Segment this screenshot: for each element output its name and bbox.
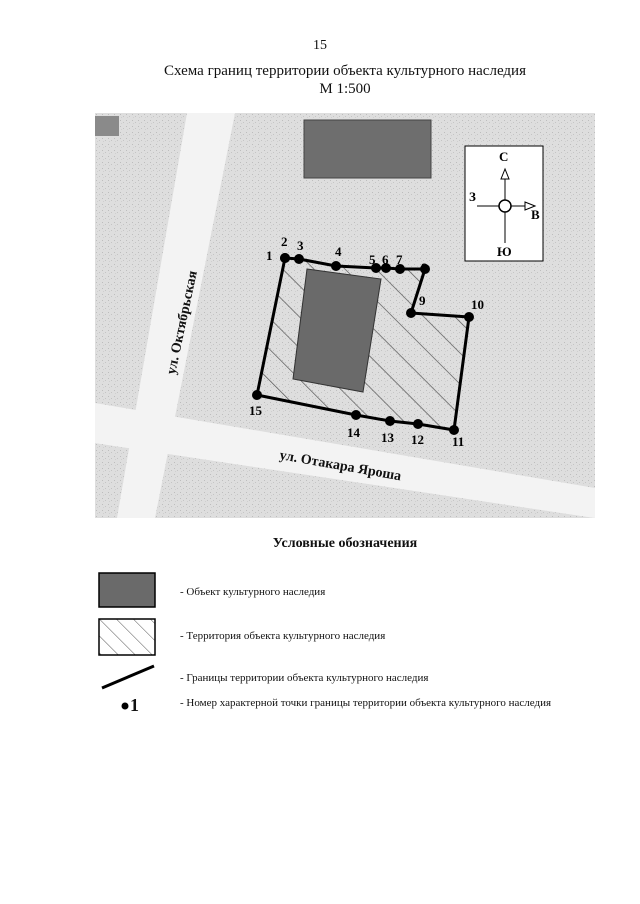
compass-east: В [531, 207, 540, 222]
legend-swatch-heritage-object [98, 572, 156, 608]
point-11 [449, 425, 459, 435]
boundary-map: С В Ю З 1 2 3 4 5 6 7 8 9 10 [95, 113, 595, 518]
legend-swatch-point-number [121, 702, 129, 710]
legend-text-point-number: - Номер характерной точки границы террит… [180, 697, 552, 709]
boundary-points [252, 253, 474, 435]
point-3 [294, 254, 304, 264]
legend-swatch-territory-boundary [101, 664, 155, 690]
legend-text-heritage-object: - Объект культурного наследия [180, 586, 326, 598]
point-label-14: 14 [347, 425, 361, 440]
point-label-4: 4 [335, 244, 342, 259]
north-arrow-icon [500, 167, 510, 180]
point-12 [413, 419, 423, 429]
point-7 [395, 264, 405, 274]
point-13 [385, 416, 395, 426]
boundary-point-labels: 1 2 3 4 5 6 7 8 9 10 11 12 13 14 15 [249, 234, 484, 449]
point-label-6: 6 [382, 252, 389, 267]
point-label-11: 11 [452, 434, 464, 449]
point-label-12: 12 [411, 432, 424, 447]
point-label-3: 3 [297, 238, 304, 253]
point-14 [351, 410, 361, 420]
point-label-5: 5 [369, 252, 376, 267]
legend-item-territory-boundary: - Границы территории объекта культурного… [0, 662, 640, 702]
point-4 [331, 261, 341, 271]
compass-north: С [499, 149, 508, 164]
compass: С В Ю З [464, 145, 544, 262]
legend-text-territory-boundary: - Границы территории объекта культурного… [180, 672, 429, 684]
point-label-2: 2 [281, 234, 288, 249]
point-label-8: 8 [421, 260, 428, 275]
compass-south: Ю [497, 244, 512, 259]
page-number: 15 [313, 38, 327, 53]
building-top [303, 119, 432, 179]
point-label-15: 15 [249, 403, 263, 418]
point-8 [420, 264, 430, 274]
title-line-1: Схема границ территории объекта культурн… [164, 63, 526, 79]
compass-center [498, 199, 512, 213]
point-10 [464, 312, 474, 322]
point-label-7: 7 [396, 252, 403, 267]
legend-item-heritage-territory: - Территория объекта культурного наследи… [0, 618, 640, 658]
point-9 [406, 308, 416, 318]
point-5 [371, 263, 381, 273]
legend-title: Условные обозначения [272, 536, 418, 551]
east-arrow-icon [524, 201, 537, 211]
point-label-10: 10 [471, 297, 484, 312]
legend-swatch-heritage-territory [98, 618, 156, 656]
legend-point-symbol: 1 [130, 695, 139, 715]
point-label-13: 13 [381, 430, 395, 445]
title-line-2: М 1:500 [319, 81, 371, 97]
building-top-left [95, 116, 119, 136]
point-15 [252, 390, 262, 400]
legend-item-heritage-object: - Объект культурного наследия [0, 570, 640, 610]
point-2 [280, 253, 290, 263]
point-label-1: 1 [266, 248, 273, 263]
page-title: Схема границ территории объекта культурн… [0, 62, 640, 98]
compass-west: З [469, 189, 476, 204]
point-label-9: 9 [419, 293, 426, 308]
legend-text-heritage-territory: - Территория объекта культурного наследи… [180, 630, 386, 642]
road-otakara-yarosha-band [95, 403, 595, 518]
legend-item-point-number: 1 - Номер характерной точки границы терр… [0, 695, 640, 735]
point-6 [381, 263, 391, 273]
heritage-object-building [292, 268, 382, 393]
